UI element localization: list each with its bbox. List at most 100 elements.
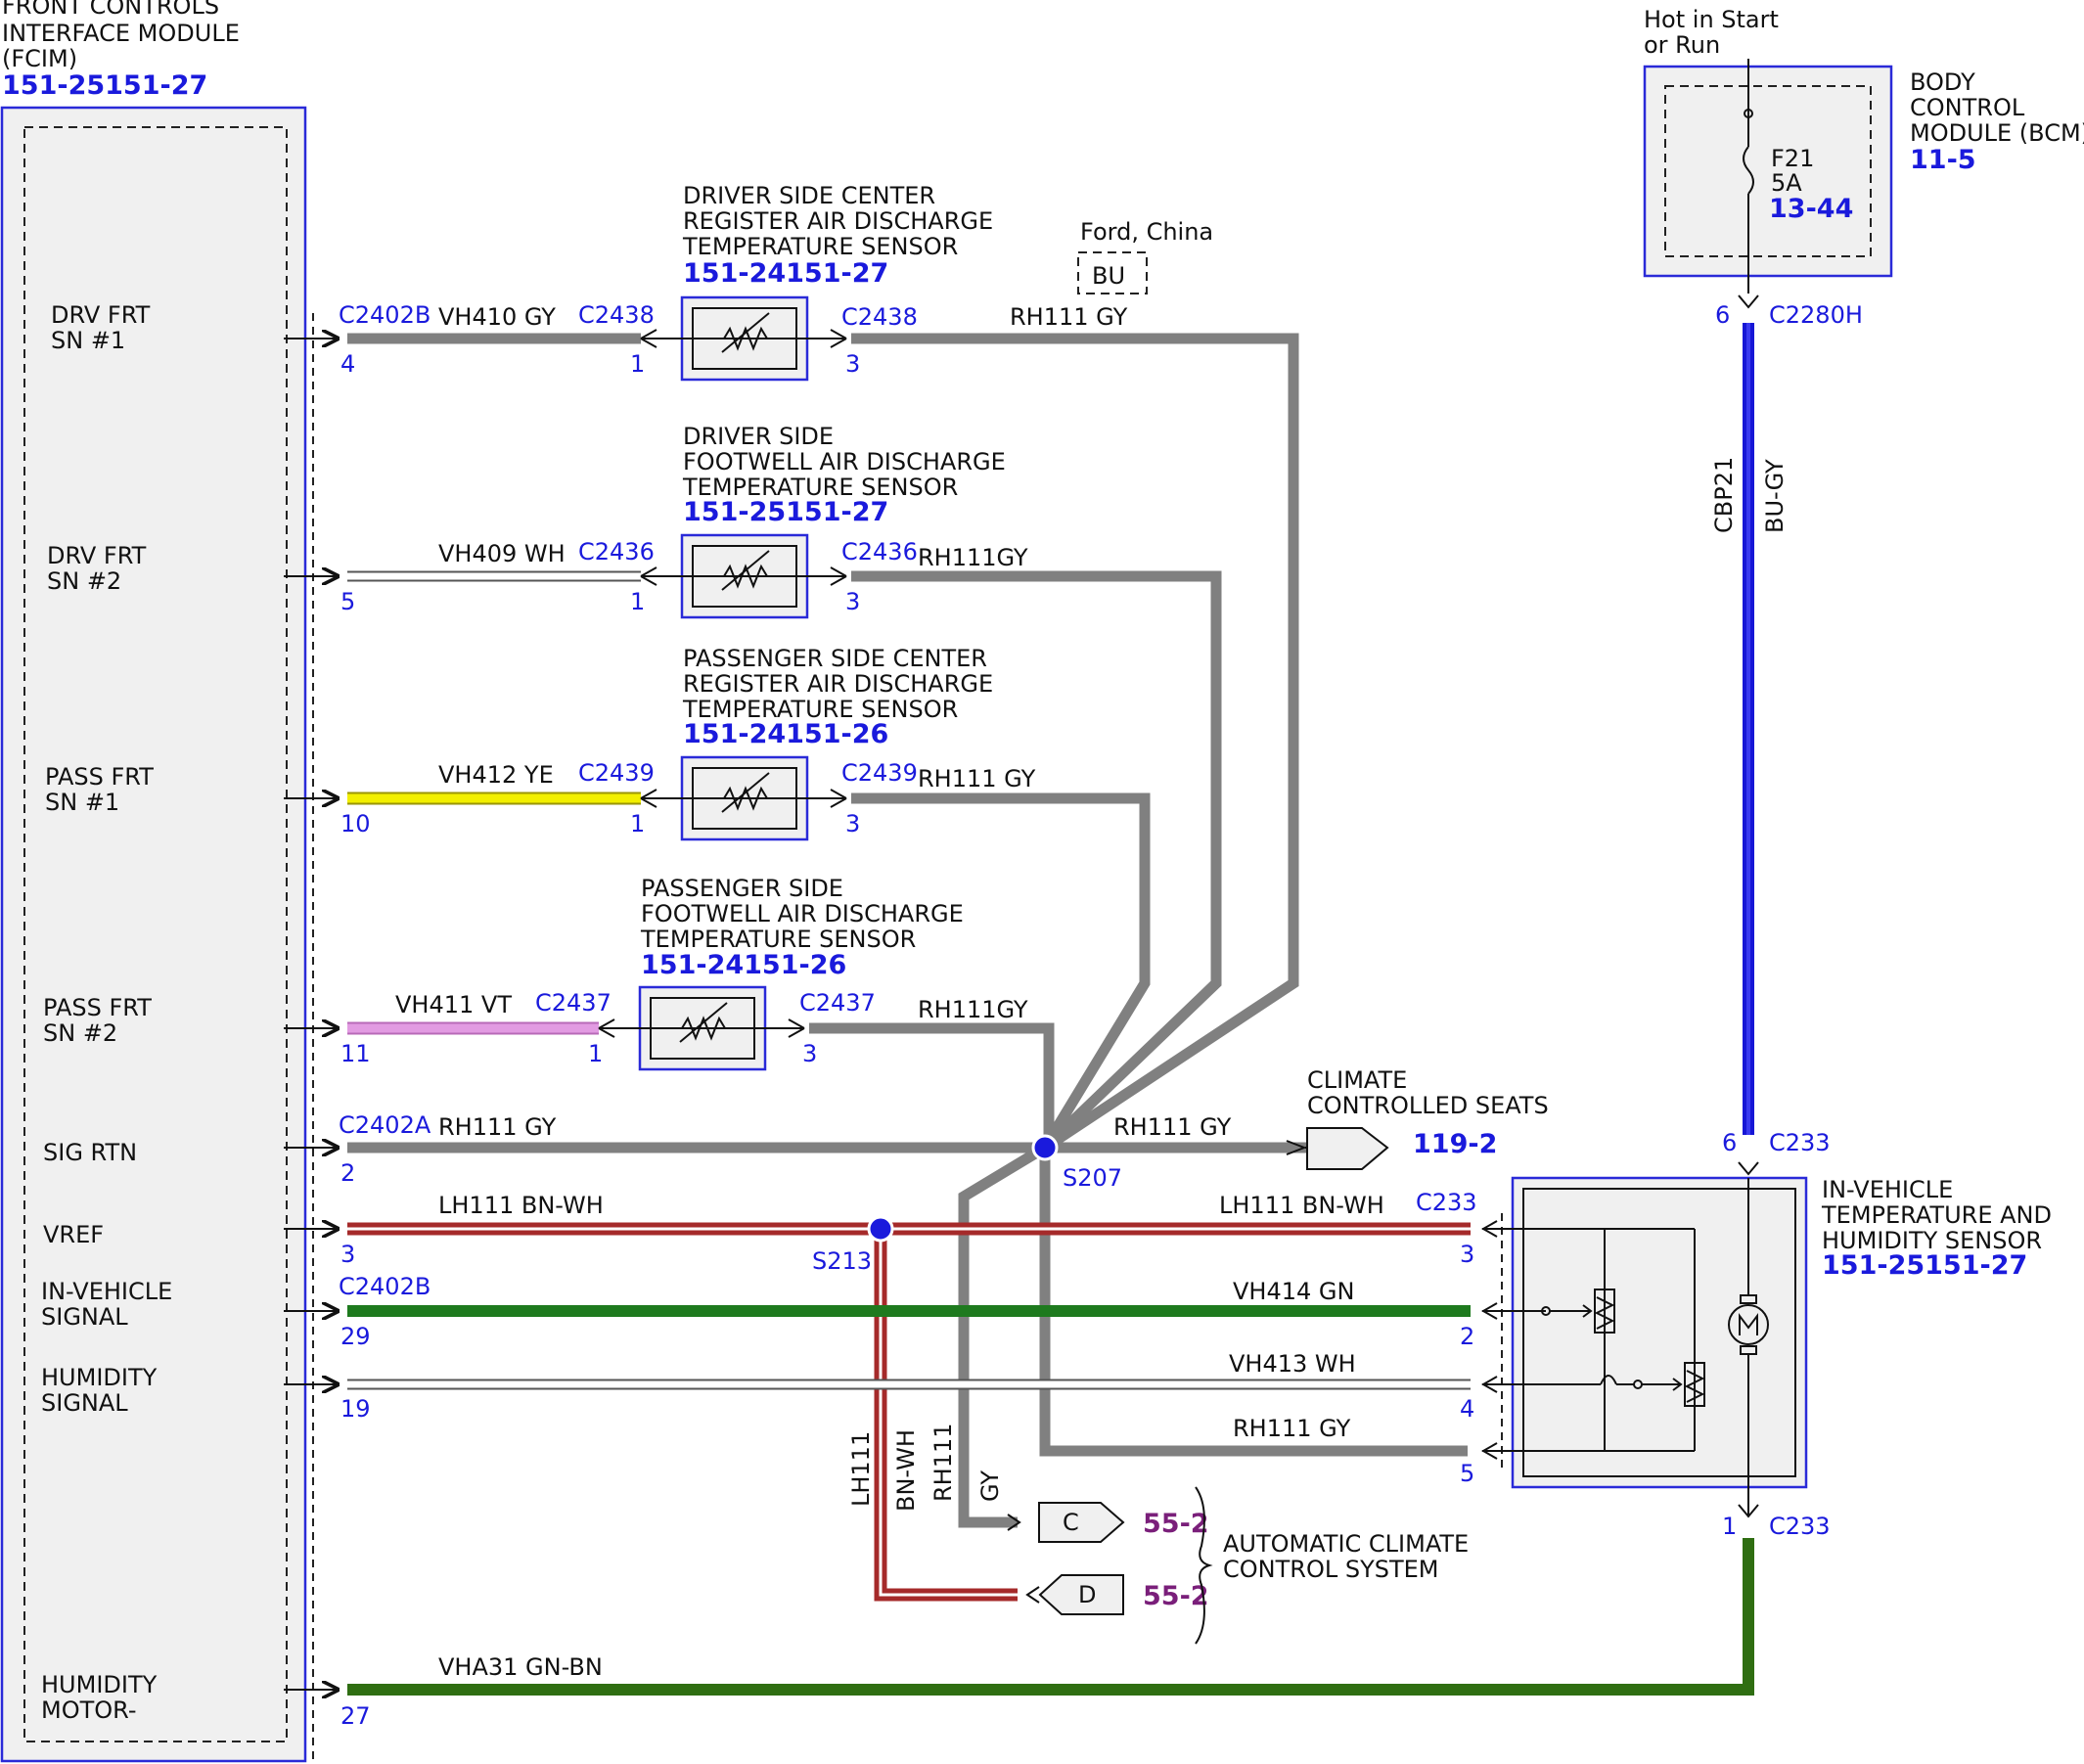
conn-c2437-right: C2437 <box>799 989 876 1017</box>
ivs-conn-top: C233 <box>1769 1129 1831 1156</box>
wire-label-rh111-seats: RH111 GY <box>1113 1113 1232 1141</box>
wire-label-vh412: VH412 YE <box>438 761 554 789</box>
variable-arrow-icon <box>721 772 770 813</box>
wire-label-vert-rh111: RH111 <box>929 1423 957 1502</box>
sensor-dcr-ref: 151-24151-27 <box>683 258 888 289</box>
wire-label-rh111-ivs: RH111 GY <box>1233 1415 1351 1442</box>
bcm-ref: 11-5 <box>1910 145 1976 175</box>
pin-19: 19 <box>340 1395 371 1423</box>
wire-label-vert-gy: GY <box>976 1470 1004 1502</box>
wire-rh111-pcr <box>851 792 1151 1151</box>
wire-label-vh411: VH411 VT <box>395 991 512 1018</box>
ivs-pin-1: 1 <box>1722 1513 1737 1540</box>
wire-label-rh111-dcr: RH111 GY <box>1010 303 1128 331</box>
conn-c2436-left: C2436 <box>578 538 655 565</box>
ivs-internal-circuit <box>1523 1228 1705 1452</box>
ivs-conn-bottom: C233 <box>1769 1513 1831 1540</box>
pin-3-c233: 3 <box>1460 1241 1474 1268</box>
conn-c233-vref: C233 <box>1416 1189 1477 1216</box>
conn-c2439-right: C2439 <box>841 759 918 787</box>
sensor-pfw-arrows-icon <box>598 1018 805 1038</box>
pin-3-c2437: 3 <box>802 1040 817 1067</box>
conn-c2437-left: C2437 <box>535 989 612 1017</box>
pin-3-c2439: 3 <box>845 810 860 837</box>
wire-rh111-pfw <box>809 1022 1055 1148</box>
conn-c2438-right: C2438 <box>841 303 918 331</box>
ivs-pin-6: 6 <box>1722 1129 1737 1156</box>
sensor-pfw: PASSENGER SIDE FOOTWELL AIR DISCHARGE TE… <box>598 875 971 1071</box>
bcm-box <box>1643 65 1893 278</box>
bcm-inner-dash <box>1664 85 1872 257</box>
pin-label-sigrtn: SIG RTN <box>43 1139 137 1166</box>
acc-connector-d-label: D <box>1078 1581 1096 1608</box>
sensor-pcr-title: PASSENGER SIDE CENTER REGISTER AIR DISCH… <box>682 645 1001 723</box>
motor-cap-bottom <box>1740 1345 1757 1355</box>
sensor-dfw-title: DRIVER SIDE FOOTWELL AIR DISCHARGE TEMPE… <box>682 423 1013 501</box>
wire-lh111-acc-stripe <box>879 1229 1018 1597</box>
conn-c2402b-bottom: C2402B <box>339 1273 430 1300</box>
fuse-icon <box>1743 146 1754 195</box>
wire-label-vh413: VH413 WH <box>1229 1350 1356 1378</box>
pin-label-vref: VREF <box>43 1221 104 1248</box>
pin-29: 29 <box>340 1323 371 1350</box>
bcm-pin-arrow-icon <box>1738 294 1759 309</box>
ivs-pin-stubs <box>1480 1220 1546 1460</box>
pin-1-c2438: 1 <box>630 350 645 378</box>
pin-3-c2438: 3 <box>845 350 860 378</box>
conn-c2402a: C2402A <box>339 1111 431 1139</box>
climate-seats-title: CLIMATE CONTROLLED SEATS <box>1307 1066 1549 1119</box>
fuse-rating: 5A <box>1771 169 1802 197</box>
wire-label-lh111-left: LH111 BN-WH <box>438 1192 604 1219</box>
acc-connector-d <box>1038 1574 1124 1615</box>
wire-label-vert-bnwh: BN-WH <box>892 1429 920 1512</box>
fcim-pin-stubs <box>284 339 338 1690</box>
sensor-pcr-ref: 151-24151-26 <box>683 719 888 749</box>
bcm-wire-label: CBP21 <box>1710 457 1738 533</box>
wire-labels: C2402B 4 VH410 GY C2438 1 C2438 3 RH111 … <box>339 301 1477 1730</box>
ford-china-box-label: BU <box>1092 262 1125 290</box>
wire-label-rh111-dfw: RH111GY <box>918 544 1028 571</box>
ivs-bottom-arrow-icon <box>1738 1504 1759 1518</box>
sensor-pcr: PASSENGER SIDE CENTER REGISTER AIR DISCH… <box>640 645 1001 841</box>
bcm-supply: Hot in Start or Run <box>1644 6 1787 59</box>
conn-c2438-left: C2438 <box>578 301 655 329</box>
pin-10: 10 <box>340 810 371 837</box>
ford-china-label: Ford, China <box>1080 218 1213 246</box>
acc-title: AUTOMATIC CLIMATE CONTROL SYSTEM <box>1223 1530 1476 1583</box>
ford-china-box <box>1077 251 1148 294</box>
wire-vha31 <box>347 1538 1754 1696</box>
motor-cap-top <box>1740 1294 1757 1304</box>
wire-harness <box>347 323 1754 1696</box>
acc-connector-c-label: C <box>1063 1509 1079 1536</box>
pin-5: 5 <box>340 588 355 615</box>
wire-label-vh410: VH410 GY <box>438 303 556 331</box>
climate-seats-ref: 119-2 <box>1413 1129 1497 1159</box>
bcm-connector: C2280H <box>1769 301 1863 329</box>
variable-arrow-icon <box>721 550 770 591</box>
wire-label-rh111-pcr: RH111 GY <box>918 765 1036 792</box>
wire-label-vha31: VHA31 GN-BN <box>438 1653 603 1681</box>
pin-1-c2439: 1 <box>630 810 645 837</box>
fuse-name: F21 <box>1771 145 1814 172</box>
pin-1-c2436: 1 <box>630 588 645 615</box>
fuse-terminal-icon <box>1744 109 1753 118</box>
fcim-module: FRONT CONTROLS INTERFACE MODULE (FCIM) 1… <box>0 0 338 1763</box>
acc-d-arrow-icon <box>1025 1586 1040 1604</box>
sensor-dfw-arrows-icon <box>640 566 847 586</box>
wire-label-vh414: VH414 GN <box>1233 1278 1354 1305</box>
sensor-pfw-title: PASSENGER SIDE FOOTWELL AIR DISCHARGE TE… <box>640 875 971 953</box>
conn-c2439-left: C2439 <box>578 759 655 787</box>
bcm-title: BODY CONTROL MODULE (BCM) <box>1910 68 2084 147</box>
pin-4: 4 <box>340 350 355 378</box>
wire-label-vert-lh111: LH111 <box>847 1431 875 1507</box>
wire-label-rh111-pfw: RH111GY <box>918 996 1028 1023</box>
pin-3-c2436: 3 <box>845 588 860 615</box>
splice-s213-dot <box>867 1215 894 1243</box>
sensor-dfw: DRIVER SIDE FOOTWELL AIR DISCHARGE TEMPE… <box>640 423 1013 619</box>
acc-ref-c: 55-2 <box>1143 1509 1209 1539</box>
bcm-module: Hot in Start or Run F21 5A 13-44 BODY CO… <box>1643 6 2084 533</box>
